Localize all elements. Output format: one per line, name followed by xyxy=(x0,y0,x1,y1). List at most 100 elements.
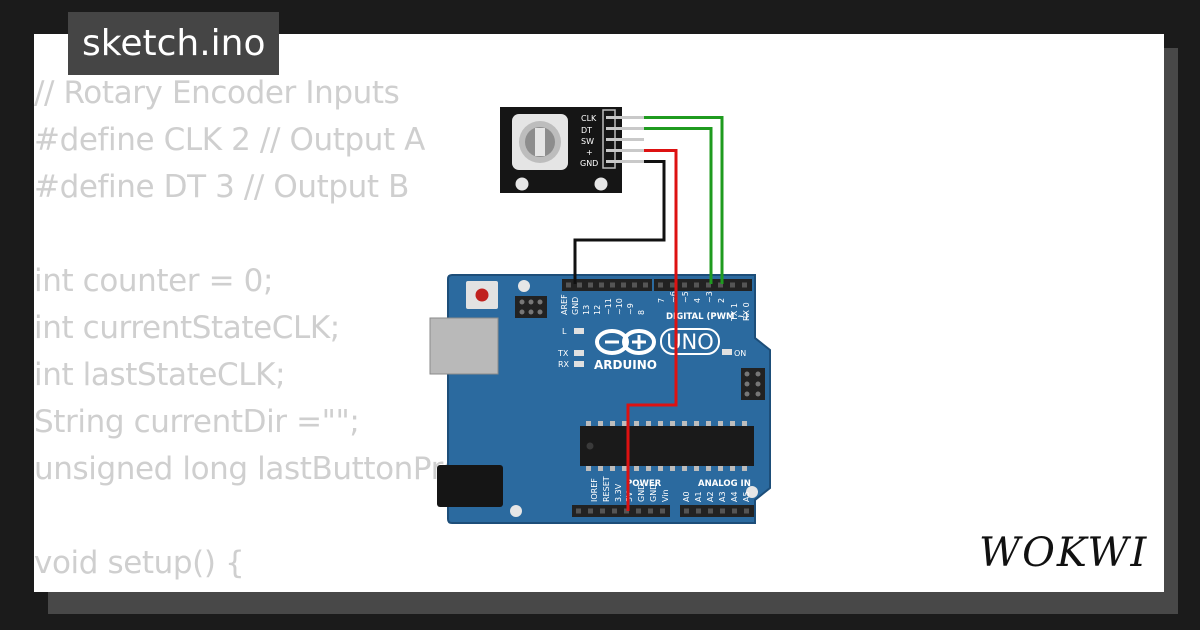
pin-hole[interactable] xyxy=(682,282,687,288)
led-on-label: ON xyxy=(734,349,746,358)
chip-pin xyxy=(706,466,711,471)
pin-hole[interactable] xyxy=(610,282,615,288)
pin-hole[interactable] xyxy=(636,508,641,514)
wire-vcc[interactable] xyxy=(626,149,678,512)
rotary-encoder-module[interactable]: CLK DT SW + GND xyxy=(500,107,644,193)
pin-hole[interactable] xyxy=(732,508,737,514)
chip-pin xyxy=(682,466,687,471)
pin-holes xyxy=(566,282,749,514)
encoder-shaft-flat xyxy=(535,128,545,156)
led-rx xyxy=(574,361,584,367)
wokwi-logo[interactable]: WOKWI xyxy=(975,520,1155,580)
pin-label: ~3 xyxy=(705,291,714,303)
pin-hole[interactable] xyxy=(632,282,637,288)
header-top-right xyxy=(654,279,752,291)
digital-label: DIGITAL (PWM ~) xyxy=(666,312,748,322)
pin-hole[interactable] xyxy=(706,282,711,288)
chip-pin xyxy=(622,466,627,471)
pin-hole[interactable] xyxy=(566,282,571,288)
pin-hole[interactable] xyxy=(730,282,735,288)
encoder-pin-legs xyxy=(606,116,644,163)
pin-hole[interactable] xyxy=(694,282,699,288)
pin-hole[interactable] xyxy=(718,282,723,288)
chip-pin xyxy=(634,466,639,471)
pin-hole[interactable] xyxy=(696,508,701,514)
pin-label: TX 1 xyxy=(730,303,739,322)
led-on xyxy=(722,349,732,355)
pin-label: A0 xyxy=(682,491,691,502)
pin-hole[interactable] xyxy=(577,282,582,288)
pin-hole[interactable] xyxy=(648,508,653,514)
pin-label: 13 xyxy=(582,305,591,315)
wire-clk[interactable] xyxy=(644,116,724,285)
led-tx-label: TX xyxy=(557,349,569,358)
header-top-right-labels: 7 ~6 ~5 4 ~3 2 TX 1 RX 0 xyxy=(657,291,751,322)
pin-hole[interactable] xyxy=(744,508,749,514)
chip-pin xyxy=(694,421,699,426)
uno-label: UNO xyxy=(666,330,714,354)
led-l-label: L xyxy=(562,327,567,336)
pin-label: 3.3V xyxy=(614,483,623,502)
code-line: String currentDir =""; xyxy=(34,404,360,440)
chip-pin xyxy=(634,421,639,426)
pin-hole[interactable] xyxy=(720,508,725,514)
wire-dt[interactable] xyxy=(644,127,713,285)
led-rx-label: RX xyxy=(558,360,570,369)
led-l xyxy=(574,328,584,334)
pin-hole[interactable] xyxy=(660,508,665,514)
encoder-pin-label: + xyxy=(586,148,593,157)
chip-pin xyxy=(718,421,723,426)
arduino-uno-board[interactable]: AREF GND 13 12 ~11 ~10 ~9 8 7 ~6 ~5 4 ~3… xyxy=(429,274,771,524)
chip-pin xyxy=(622,421,627,426)
chip-pin xyxy=(646,466,651,471)
pin-label: GND xyxy=(649,484,658,502)
code-line: int currentStateCLK; xyxy=(34,310,340,346)
pin-hole[interactable] xyxy=(599,282,604,288)
icsp-header xyxy=(515,296,547,318)
chip-pin xyxy=(586,421,591,426)
chip-pin xyxy=(646,421,651,426)
pin-hole[interactable] xyxy=(612,508,617,514)
pin-label: A2 xyxy=(706,491,715,502)
arduino-logo-icon xyxy=(595,329,656,355)
chip-pin xyxy=(598,466,603,471)
code-line: #define DT 3 // Output B xyxy=(34,169,410,205)
encoder-pin-label: GND xyxy=(580,159,598,168)
code-editor: // Rotary Encoder Inputs #define CLK 2 /… xyxy=(34,70,567,587)
chip-pin xyxy=(586,466,591,471)
chip-pin xyxy=(718,466,723,471)
pin-label: 4 xyxy=(693,298,702,303)
pin-hole[interactable] xyxy=(670,282,675,288)
pin-label: AREF xyxy=(560,294,569,315)
chip-pin xyxy=(730,421,735,426)
pin-label: IOREF xyxy=(590,478,599,502)
pin-hole[interactable] xyxy=(588,282,593,288)
pin-hole[interactable] xyxy=(684,508,689,514)
pin-label: GND xyxy=(637,484,646,502)
mounting-hole xyxy=(515,177,529,191)
encoder-pin-label: DT xyxy=(581,126,592,135)
chip-pin xyxy=(610,466,615,471)
code-line: // Rotary Encoder Inputs xyxy=(34,75,400,111)
pin-hole[interactable] xyxy=(643,282,648,288)
mounting-hole xyxy=(594,177,608,191)
chip-pin xyxy=(658,466,663,471)
code-line: #define CLK 2 // Output A xyxy=(34,122,425,158)
pin-hole[interactable] xyxy=(742,282,747,288)
reset-button-cap xyxy=(475,288,489,302)
pin-hole[interactable] xyxy=(588,508,593,514)
wire-gnd[interactable] xyxy=(573,160,666,285)
pin-label: GND xyxy=(571,297,580,315)
pin-label: 2 xyxy=(717,298,726,303)
uno-badge xyxy=(660,328,720,355)
chip-pin xyxy=(694,466,699,471)
pin-hole[interactable] xyxy=(708,508,713,514)
file-tab-title[interactable]: sketch.ino xyxy=(68,12,280,75)
pin-hole[interactable] xyxy=(576,508,581,514)
pin-label: A1 xyxy=(694,491,703,502)
pin-label: ~5 xyxy=(681,291,690,303)
pin-hole[interactable] xyxy=(658,282,663,288)
mounting-hole xyxy=(518,280,530,292)
pin-hole[interactable] xyxy=(600,508,605,514)
pin-hole[interactable] xyxy=(621,282,626,288)
